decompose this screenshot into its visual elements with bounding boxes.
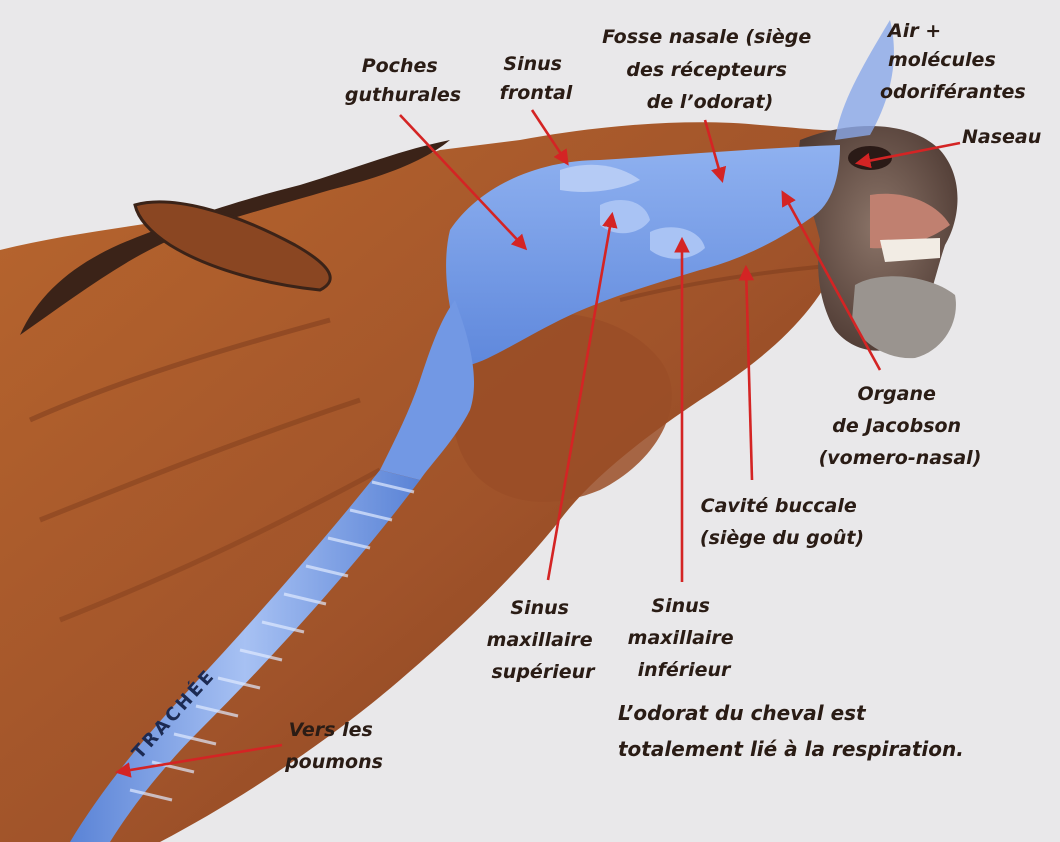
label-naseau: Naseau xyxy=(962,126,1041,148)
horse-teeth xyxy=(880,238,940,262)
